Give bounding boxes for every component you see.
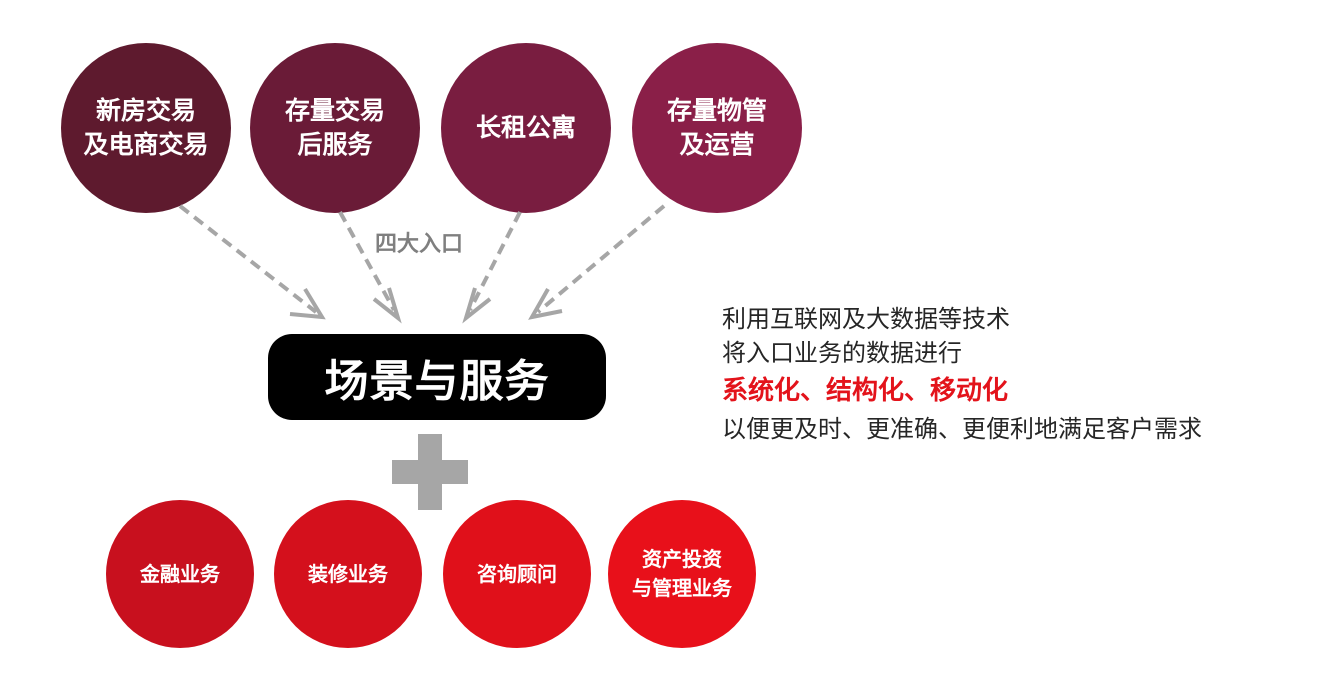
dashed-arrow-1 (178, 204, 318, 314)
description-block: 利用互联网及大数据等技术 将入口业务的数据进行 系统化、结构化、移动化 以便更及… (722, 302, 1202, 446)
dashed-arrow-2 (338, 211, 396, 311)
scene-and-service-box: 场景与服务 (268, 334, 606, 420)
entry-label-line: 新房交易 (95, 96, 196, 125)
dashed-arrow-4 (536, 204, 666, 314)
description-line-1: 利用互联网及大数据等技术 (722, 305, 1010, 333)
entry-label-line: 存量交易 (284, 96, 385, 125)
service-label-line: 咨询顾问 (477, 561, 557, 586)
description-line-4: 以便更及时、更准确、更便利地满足客户需求 (722, 415, 1202, 443)
service-label-line: 资产投资 (642, 547, 722, 571)
entry-circle-property-management: 存量物管 及运营 (632, 43, 802, 213)
arrow-head-1 (289, 287, 326, 320)
description-highlight: 系统化、结构化、移动化 (722, 376, 1009, 406)
entry-label-line: 及运营 (679, 130, 755, 159)
service-label-line: 与管理业务 (632, 576, 732, 600)
arrow-head-2 (372, 287, 402, 324)
entry-circle-new-home: 新房交易 及电商交易 (61, 43, 231, 213)
entry-label-line: 长租公寓 (475, 113, 576, 142)
service-label-line: 金融业务 (140, 561, 220, 586)
service-label-line: 装修业务 (308, 561, 388, 586)
plus-icon-vertical (418, 434, 442, 510)
service-circle-finance: 金融业务 (106, 500, 254, 648)
entry-circle-long-rent: 长租公寓 (441, 43, 611, 213)
arrow-head-3 (462, 287, 492, 324)
description-line-2: 将入口业务的数据进行 (722, 339, 962, 367)
four-entries-label: 四大入口 (375, 232, 464, 257)
entry-label-line: 存量物管 (666, 96, 767, 125)
service-circle-asset-management: 资产投资 与管理业务 (608, 500, 756, 648)
arrow-head-4 (528, 288, 563, 320)
dashed-arrow-3 (468, 211, 522, 311)
entry-circle-existing-trade: 存量交易 后服务 (250, 43, 420, 213)
service-circle-consulting: 咨询顾问 (443, 500, 591, 648)
entry-label-line: 及电商交易 (83, 130, 209, 159)
entry-label-line: 后服务 (297, 130, 373, 159)
service-circle-decoration: 装修业务 (274, 500, 422, 648)
